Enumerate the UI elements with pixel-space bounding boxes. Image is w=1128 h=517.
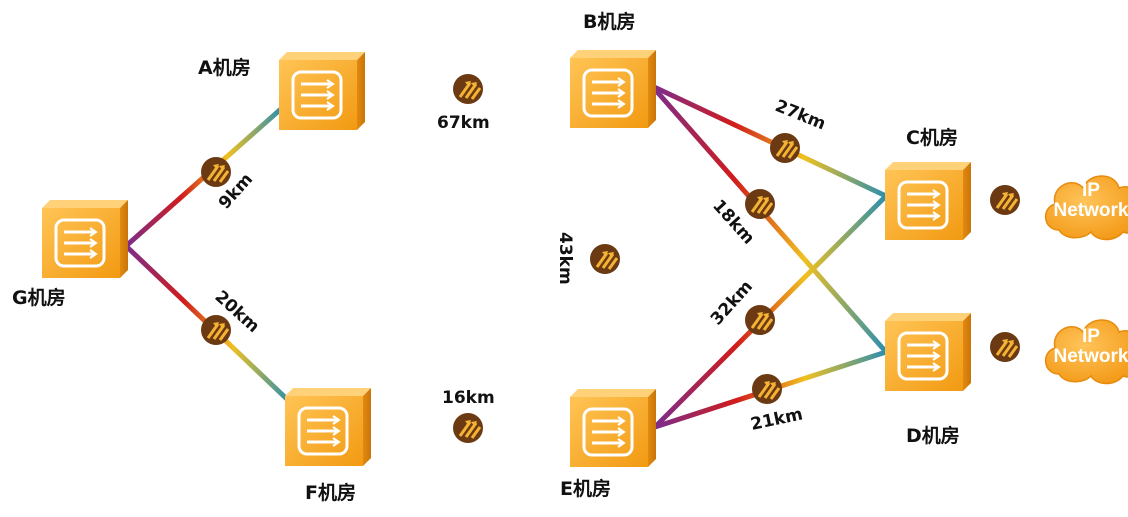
cloud-c-line1: IP — [1082, 180, 1100, 201]
device-f-icon — [285, 388, 371, 466]
device-b-icon — [570, 50, 656, 128]
amplifier-icon — [453, 413, 483, 443]
devices — [42, 50, 971, 467]
room-label-g: G机房 — [12, 286, 66, 309]
link-b-d — [650, 84, 888, 354]
room-label-b: B机房 — [583, 10, 635, 33]
cloud-icon — [1045, 175, 1128, 241]
room-labels: A机房 B机房 C机房 D机房 E机房 F机房 G机房 — [12, 10, 960, 504]
distance-f-e: 16km — [442, 388, 495, 408]
room-label-f: F机房 — [305, 481, 356, 504]
amplifier-icon — [752, 374, 782, 404]
distance-b-e: 43km — [555, 232, 575, 285]
amplifier-icon — [770, 133, 800, 163]
cloud-d-line1: IP — [1082, 326, 1100, 347]
device-c-icon — [885, 162, 971, 240]
cloud-c: IP Network — [1045, 175, 1128, 241]
link-b-c — [650, 83, 888, 199]
cloud-c-line2: Network — [1054, 200, 1128, 221]
distance-labels: 9km 20km 67km 16km 43km 27km 18km 32km 2… — [211, 96, 829, 435]
amplifier-icon — [453, 74, 483, 104]
amplifier-icon — [590, 244, 620, 274]
cloud-d: IP Network — [1045, 319, 1128, 385]
room-label-e: E机房 — [560, 477, 611, 500]
cloud-d-line2: Network — [1054, 346, 1128, 367]
amplifier-icon — [201, 157, 231, 187]
amplifier-icon — [745, 189, 775, 219]
room-label-d: D机房 — [906, 424, 960, 447]
amplifier-icon — [201, 315, 231, 345]
distance-b-c: 27km — [772, 96, 828, 134]
device-a-icon — [279, 52, 365, 130]
room-label-c: C机房 — [906, 126, 958, 149]
amplifiers — [201, 74, 1020, 443]
device-e-icon — [570, 389, 656, 467]
distance-e-d: 21km — [749, 404, 805, 435]
device-d-icon — [885, 313, 971, 391]
distance-a-b: 67km — [437, 113, 490, 133]
cloud-icon — [1045, 319, 1128, 385]
amplifier-icon — [990, 185, 1020, 215]
amplifier-icon — [745, 305, 775, 335]
device-g-icon — [42, 200, 128, 278]
amplifier-icon — [990, 332, 1020, 362]
room-label-a: A机房 — [198, 56, 251, 79]
